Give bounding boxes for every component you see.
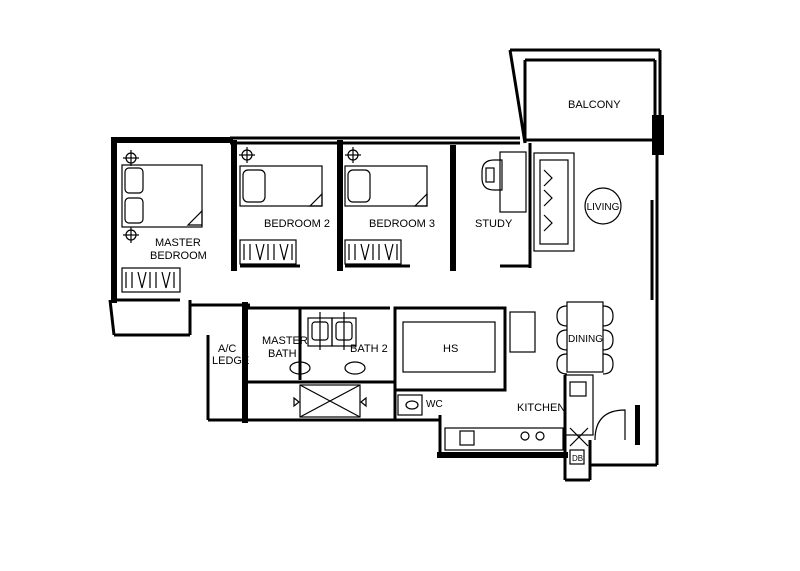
label-living: LIVING (587, 202, 620, 213)
label-bedroom-2: BEDROOM 2 (264, 218, 330, 230)
label-master-bedroom-1: MASTER (155, 237, 201, 249)
label-kitchen: KITCHEN (517, 402, 565, 414)
living-marker (584, 187, 622, 225)
label-dining: DINING (568, 334, 603, 345)
label-db: DB (572, 454, 583, 463)
label-master-bedroom-2: BEDROOM (150, 250, 207, 262)
wardrobes (121, 239, 402, 293)
label-bath-2: BATH 2 (350, 343, 388, 355)
label-ac-ledge-2: LEDGE (212, 355, 249, 367)
dining-table (556, 301, 614, 375)
label-wc: WC (426, 399, 443, 410)
label-study: STUDY (475, 218, 513, 230)
study-desk (481, 151, 527, 213)
label-balcony: BALCONY (568, 99, 621, 111)
label-bedroom-3: BEDROOM 3 (369, 218, 435, 230)
exterior-walls (108, 48, 664, 482)
outlet-symbols (123, 147, 361, 243)
room-labels: BALCONY BEDROOM 2 BEDROOM 3 STUDY LIVING… (150, 99, 621, 463)
label-master-bath-1: MASTER (262, 335, 308, 347)
beds (121, 164, 428, 228)
bath-fixtures (289, 312, 423, 418)
kitchen-counter (444, 311, 640, 465)
living-sofa (533, 152, 575, 252)
label-master-bath-2: BATH (268, 348, 297, 360)
interior-walls (114, 140, 567, 450)
label-hs: HS (443, 343, 458, 355)
label-ac-ledge-1: A/C (218, 343, 236, 355)
